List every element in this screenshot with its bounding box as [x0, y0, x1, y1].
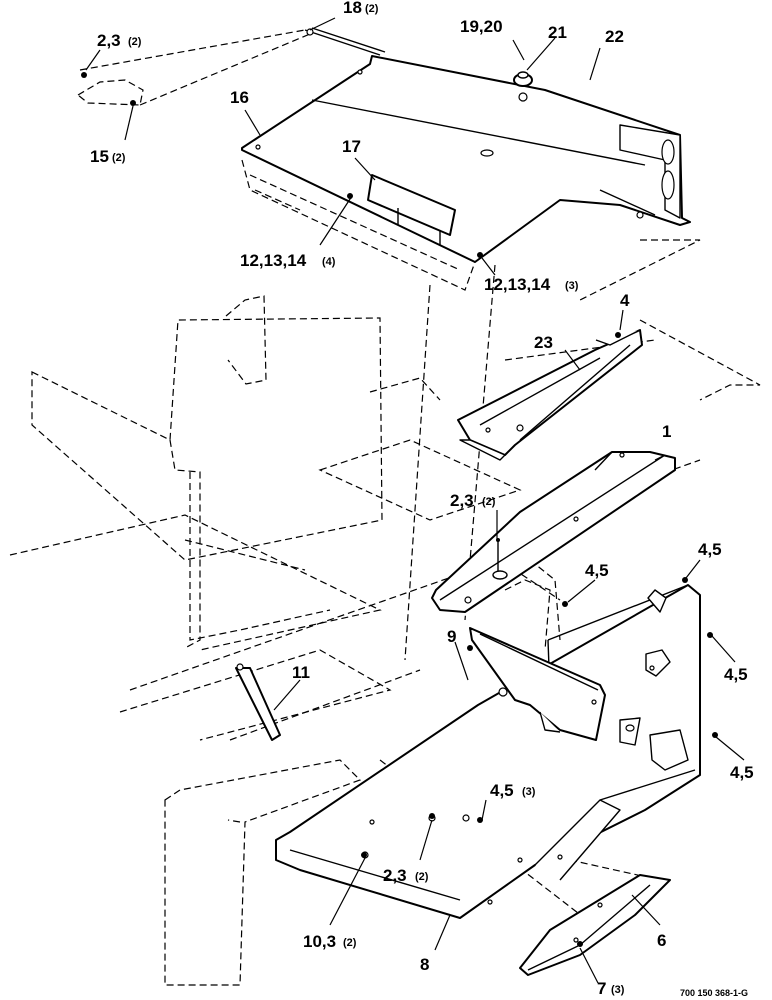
curved-shield-part-6	[519, 874, 671, 976]
callout-1: 1	[662, 422, 671, 441]
upper-shield-part-16	[241, 55, 691, 291]
callout-labels: 18 (2) 19,20 21 22 2,3 (2) 15 (2) 16 17 …	[90, 0, 754, 998]
callout-2-3-top: 2,3	[97, 31, 121, 50]
lower-housing-part-8	[275, 584, 701, 919]
callout-4-5-e: 4,5	[490, 781, 514, 800]
panel-part-9	[469, 627, 606, 741]
callout-10-3-qty: (2)	[343, 937, 357, 949]
callout-4: 4	[620, 291, 630, 310]
callout-12-13-14-right-qty: (3)	[565, 280, 579, 292]
hinge-rod-part-18	[304, 27, 656, 219]
callout-4-5-e-qty: (3)	[522, 786, 536, 798]
decal-part-17	[367, 174, 456, 245]
callout-2-3-mid: 2,3	[450, 491, 474, 510]
callout-12-13-14-right: 12,13,14	[484, 275, 551, 294]
small-bracket-top-left	[81, 72, 136, 106]
callout-21: 21	[548, 23, 567, 42]
callout-23: 23	[534, 333, 553, 352]
callout-4-5-b: 4,5	[698, 540, 722, 559]
callout-12-13-14-left-qty: (4)	[322, 256, 336, 268]
callout-9: 9	[447, 627, 456, 646]
callout-10-3: 10,3	[303, 932, 336, 951]
callout-15: 15	[90, 147, 109, 166]
callout-2-3-low-qty: (2)	[415, 871, 429, 883]
document-number: 700 150 368-1-G	[680, 988, 748, 998]
callout-12-13-14-left: 12,13,14	[240, 251, 307, 270]
callout-2-3-mid-qty: (2)	[482, 496, 496, 508]
callout-17: 17	[342, 137, 361, 156]
callout-8: 8	[420, 955, 429, 974]
channel-beam-part-1	[431, 451, 676, 613]
callout-22: 22	[605, 27, 624, 46]
callout-4-5-c: 4,5	[724, 665, 748, 684]
callout-11: 11	[292, 663, 310, 682]
leader-lines	[85, 17, 745, 984]
callout-4-5-d: 4,5	[730, 763, 754, 782]
callout-7: 7	[597, 979, 606, 998]
callout-6: 6	[657, 931, 666, 950]
callout-4-5-a: 4,5	[585, 561, 609, 580]
callout-2-3-top-qty: (2)	[128, 36, 142, 48]
callout-18: 18	[343, 0, 362, 17]
callout-7-qty: (3)	[611, 984, 625, 996]
knob-part-21	[513, 71, 533, 102]
callout-18-qty: (2)	[365, 3, 379, 15]
callout-15-qty: (2)	[112, 152, 126, 164]
callout-2-3-low: 2,3	[383, 866, 407, 885]
hardware-bolts	[347, 193, 718, 947]
callout-19-20: 19,20	[460, 17, 503, 36]
strap-part-11	[235, 663, 281, 741]
callout-16: 16	[230, 88, 249, 107]
